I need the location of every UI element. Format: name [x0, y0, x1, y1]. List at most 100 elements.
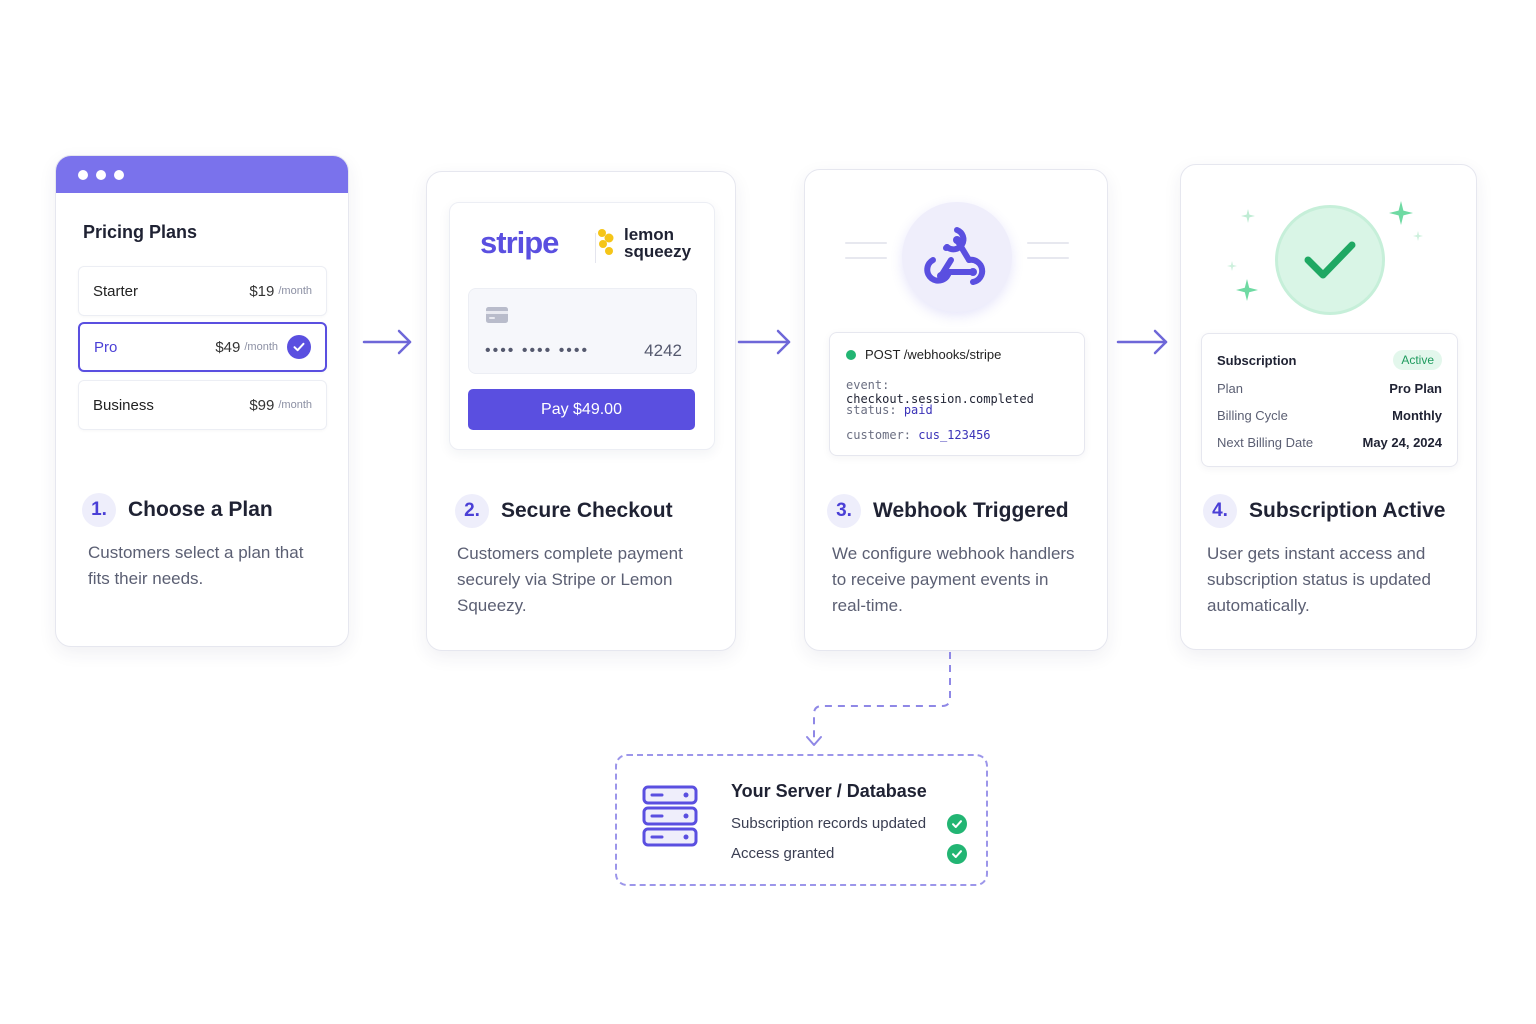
row-label: Plan	[1217, 381, 1244, 396]
card-last4: 4242	[644, 341, 682, 360]
sparkle-icon	[1241, 209, 1255, 223]
sparkle-icon	[1413, 231, 1423, 241]
sparkle-icon	[1236, 279, 1258, 301]
sparkle-icon	[1389, 201, 1413, 225]
plan-price: $19	[249, 282, 275, 300]
payload-key: customer:	[846, 428, 912, 442]
webhook-icon	[924, 227, 986, 285]
lemon-logo-line2: squeezy	[624, 242, 692, 261]
payload-value: cus_123456	[918, 428, 991, 442]
webhook-payload: POST /webhooks/stripe event: checkout.se…	[829, 332, 1085, 456]
webhook-endpoint: POST /webhooks/stripe	[865, 347, 1002, 362]
subscription-card: Subscription Active Plan Pro Plan Billin…	[1180, 164, 1477, 650]
card-masked-digits: •••• •••• ••••	[485, 342, 590, 359]
webhook-endpoint-row: POST /webhooks/stripe	[846, 347, 1001, 362]
card-number-field[interactable]: •••• •••• •••• 4242	[468, 288, 697, 374]
arrow-right-icon	[737, 329, 791, 355]
subscription-row: Plan Pro Plan	[1217, 381, 1442, 396]
plan-option-pro[interactable]: Pro $49 /month	[78, 322, 327, 372]
sparkle-icon	[1227, 261, 1237, 271]
plan-name: Business	[93, 396, 154, 414]
arrow-right-icon	[1116, 329, 1168, 355]
subscription-header: Subscription Active	[1217, 350, 1442, 370]
dashed-arrow-down-icon	[806, 652, 951, 746]
plan-period: /month	[278, 285, 312, 297]
decor-line	[845, 257, 887, 259]
pay-button[interactable]: Pay $49.00	[468, 389, 695, 430]
row-value: May 24, 2024	[1362, 435, 1442, 450]
server-status-line: Access granted	[731, 845, 835, 862]
webhook-card: POST /webhooks/stripe event: checkout.se…	[804, 169, 1108, 651]
step-description: User gets instant access and subscriptio…	[1207, 544, 1431, 615]
step-4-heading: 4. Subscription Active	[1203, 494, 1445, 528]
row-value: Monthly	[1392, 408, 1442, 423]
step-number: 3.	[827, 494, 861, 528]
step-description: Customers select a plan that fits their …	[88, 543, 304, 588]
step-title: Webhook Triggered	[873, 499, 1069, 522]
subscription-details: Subscription Active Plan Pro Plan Billin…	[1201, 333, 1458, 467]
plan-option-business[interactable]: Business $99 /month	[78, 380, 327, 430]
status-dot-icon	[846, 349, 856, 360]
plan-option-starter[interactable]: Starter $19 /month	[78, 266, 327, 316]
step-3-heading: 3. Webhook Triggered	[827, 494, 1069, 528]
server-title: Your Server / Database	[731, 781, 927, 801]
lemon-squeezy-logo: lemon squeezy	[596, 226, 691, 260]
payload-status: status: paid	[846, 403, 933, 417]
success-badge	[1278, 208, 1382, 312]
webhook-icon-badge	[902, 202, 1012, 312]
window-titlebar	[56, 156, 348, 193]
step-2-heading: 2. Secure Checkout	[455, 494, 673, 528]
step-title: Choose a Plan	[128, 498, 273, 521]
payload-value: paid	[903, 403, 933, 417]
step-title: Subscription Active	[1249, 499, 1446, 522]
window-dot-icon	[114, 169, 124, 180]
decor-line	[1027, 257, 1069, 259]
payload-customer: customer: cus_123456	[846, 428, 991, 442]
pricing-title: Pricing Plans	[83, 222, 198, 242]
row-label: Next Billing Date	[1217, 435, 1314, 450]
plan-period: /month	[278, 399, 312, 411]
checkout-panel: stripe lemon squeezy •••• •••• •••• 4242	[449, 202, 715, 450]
stripe-logo: stripe	[480, 225, 559, 260]
row-value: Pro Plan	[1389, 381, 1442, 396]
server-status-line: Subscription records updated	[731, 815, 927, 832]
check-circle-icon	[287, 335, 311, 359]
step-number: 1.	[82, 493, 116, 527]
payload-key: status:	[846, 403, 897, 417]
server-database-box: Your Server / Database Subscription reco…	[615, 754, 988, 886]
window-dot-icon	[78, 169, 88, 180]
payload-value: checkout.session.completed	[846, 392, 1034, 406]
checkout-card: stripe lemon squeezy •••• •••• •••• 4242	[426, 171, 736, 651]
pricing-card: Pricing Plans Starter $19 /month Pro $49…	[55, 155, 349, 647]
lemon-icon	[598, 229, 614, 255]
subscription-row: Next Billing Date May 24, 2024	[1217, 435, 1442, 450]
success-check-icon	[1304, 241, 1356, 279]
step-1-heading: 1. Choose a Plan	[82, 493, 273, 527]
decor-line	[845, 242, 887, 244]
logo-divider	[595, 233, 596, 263]
arrow-right-icon	[362, 329, 412, 355]
row-label: Billing Cycle	[1217, 408, 1288, 423]
plan-period: /month	[244, 341, 278, 353]
step-title: Secure Checkout	[501, 499, 673, 522]
status-badge: Active	[1393, 350, 1442, 370]
subscription-title: Subscription	[1217, 352, 1297, 368]
payload-event: event: checkout.session.completed	[846, 378, 1084, 406]
plan-name: Pro	[94, 338, 118, 356]
step-description: Customers complete payment securely via …	[457, 544, 683, 615]
payload-key: event:	[846, 378, 890, 392]
server-icon	[642, 785, 698, 847]
plan-price: $49	[215, 338, 241, 356]
plan-name: Starter	[93, 282, 139, 300]
subscription-row: Billing Cycle Monthly	[1217, 408, 1442, 423]
decor-line	[1027, 242, 1069, 244]
plan-price: $99	[249, 396, 275, 414]
lemon-logo-line1: lemon	[624, 225, 675, 244]
check-circle-icon	[947, 814, 967, 834]
credit-card-icon	[486, 307, 508, 323]
window-dot-icon	[96, 169, 106, 180]
check-circle-icon	[947, 844, 967, 864]
step-number: 4.	[1203, 494, 1237, 528]
step-description: We configure webhook handlers to receive…	[832, 544, 1075, 615]
step-number: 2.	[455, 494, 489, 528]
